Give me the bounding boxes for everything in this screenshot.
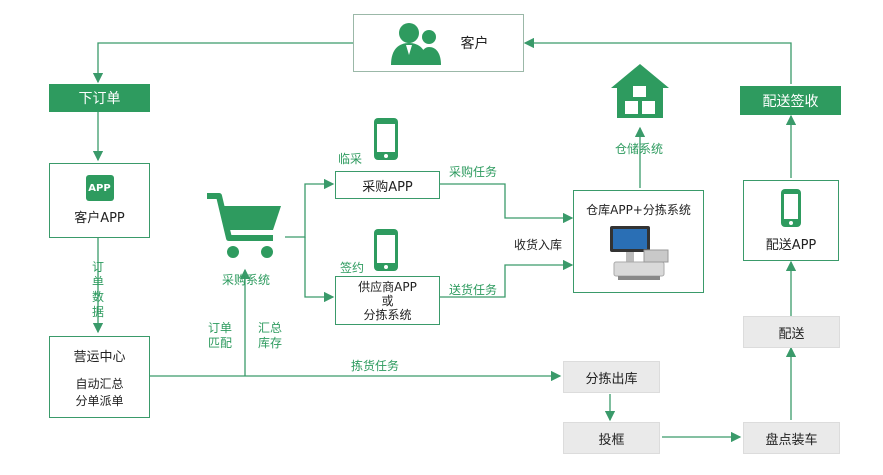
customer-node: 客户 bbox=[353, 14, 524, 72]
receive-in-label: 收货入库 bbox=[514, 238, 563, 252]
phone-icon bbox=[374, 118, 398, 160]
sort-out-node: 分拣出库 bbox=[563, 361, 660, 393]
delivery-task-label: 送货任务 bbox=[449, 283, 498, 297]
inventory-summary-label: 汇总库存 bbox=[258, 321, 286, 351]
pos-terminal-icon bbox=[609, 226, 668, 280]
order-match-text: 订单匹配 bbox=[208, 321, 233, 350]
delivery-app-node: 配送APP bbox=[743, 180, 839, 261]
ops-center-line1: 自动汇总 bbox=[75, 376, 124, 391]
contract-label: 签约 bbox=[340, 261, 365, 275]
phone-icon bbox=[374, 229, 398, 271]
phone-icon bbox=[781, 189, 801, 227]
warehouse-house-icon bbox=[611, 64, 669, 118]
warehouse-node: 仓库APP+分拣系统 bbox=[573, 190, 704, 293]
ops-center-node: 营运中心 自动汇总 分单派单 bbox=[49, 336, 150, 418]
delivery-app-label: 配送APP bbox=[765, 238, 817, 253]
client-app-label: 客户APP bbox=[74, 211, 125, 226]
supplier-line3: 分拣系统 bbox=[363, 307, 412, 322]
purchase-app-node: 采购APP bbox=[335, 171, 440, 199]
warehouse-system-label: 仓储系统 bbox=[615, 142, 664, 156]
customer-people-icon bbox=[390, 23, 441, 65]
purchase-task-label: 采购任务 bbox=[449, 165, 498, 179]
client-app-node: APP 客户APP bbox=[49, 163, 150, 238]
customer-label: 客户 bbox=[460, 36, 489, 52]
place-order-bar: 下订单 bbox=[49, 84, 150, 112]
supplier-line1: 供应商APP bbox=[358, 279, 417, 294]
order-match-label: 订单匹配 bbox=[208, 321, 236, 351]
ops-center-title: 营运中心 bbox=[73, 349, 126, 365]
adhoc-purchase-label: 临采 bbox=[338, 152, 363, 166]
picking-task-label: 拣货任务 bbox=[351, 359, 400, 373]
inventory-summary-text: 汇总库存 bbox=[258, 321, 283, 350]
shopping-cart-icon bbox=[207, 193, 281, 258]
order-data-label: 订单数据 bbox=[91, 260, 104, 319]
ops-center-line2: 分单派单 bbox=[75, 393, 124, 408]
supplier-line2: 或 bbox=[381, 293, 394, 308]
purchase-system-label: 采购系统 bbox=[222, 273, 271, 287]
basket-node: 投框 bbox=[563, 422, 660, 454]
supplier-node: 供应商APP 或 分拣系统 bbox=[335, 276, 440, 325]
delivery-node: 配送 bbox=[743, 316, 840, 348]
inventory-load-node: 盘点装车 bbox=[743, 422, 840, 454]
delivery-signoff-bar: 配送签收 bbox=[740, 86, 841, 115]
app-badge-icon: APP bbox=[85, 175, 114, 201]
warehouse-title: 仓库APP+分拣系统 bbox=[586, 203, 691, 217]
app-badge-text: APP bbox=[88, 182, 111, 194]
